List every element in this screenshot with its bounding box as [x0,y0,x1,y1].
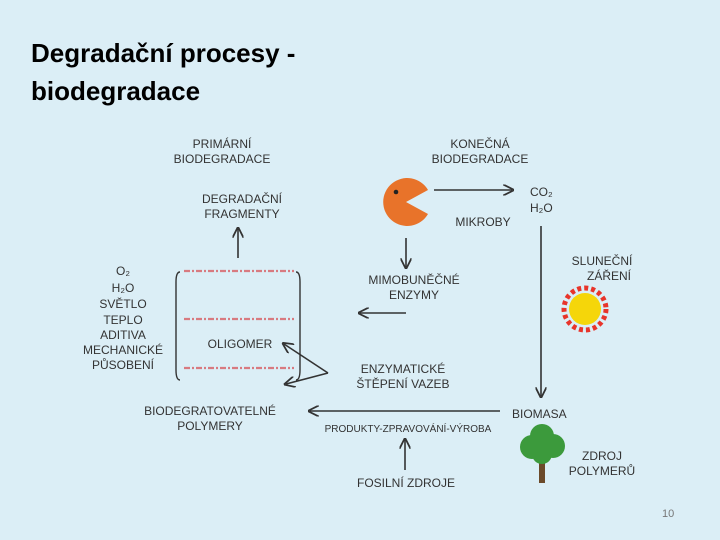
enzymatic-label-line-1: ENZYMATICKÉ [361,361,445,376]
arrow-enzymatic-up [284,344,329,374]
microbes-label: MIKROBY [455,215,510,229]
slide-title-line-1: Degradační procesy - [31,38,296,68]
biodegradable-label-line-1: BIODEGRATOVATELNÉ [144,403,276,418]
page-number: 10 [662,508,675,520]
factor-item: ADITIVA [100,328,146,342]
factor-list: O₂ H₂O SVĚTLO TEPLO ADITIVA MECHANICKÉ P… [83,264,163,372]
factor-item: SVĚTLO [99,296,146,311]
solar-label-line-1: SLUNEČNÍ [572,253,633,268]
right-bracket [295,271,301,381]
arrow-enzymatic-down [286,372,329,384]
final-label-line-2: BIODEGRADACE [432,152,529,166]
fragments-label-line-1: DEGRADAČNÍ [202,191,283,206]
primary-label-line-1: PRIMÁRNÍ [193,136,252,151]
extracellular-label-line-1: MIMOBUNĚČNÉ [368,272,459,287]
enzymatic-label-line-2: ŠTĚPENÍ VAZEB [356,376,449,391]
factor-item: H₂O [112,281,135,295]
fragments-label-line-2: FRAGMENTY [204,207,279,221]
sun-icon [561,285,609,333]
left-bracket [175,271,181,381]
solar-label-line-2: ZÁŘENÍ [587,268,632,283]
fossil-label: FOSILNÍ ZDROJE [357,475,455,490]
polymer-chains [175,269,301,381]
factor-item: MECHANICKÉ [83,342,163,357]
extracellular-label-line-2: ENZYMY [389,288,439,302]
primary-label-line-2: BIODEGRADACE [174,152,271,166]
pacman-microbe-icon [383,178,428,226]
products-label: PRODUKTY-ZPRAVOVÁNÍ-VÝROBA [325,422,492,435]
final-label-line-1: KONEČNÁ [450,136,509,151]
tree-icon [520,424,565,483]
polymer-source-label-line-1: ZDROJ [582,449,622,463]
co2-label: CO₂ [530,185,553,199]
factor-item: TEPLO [103,313,142,327]
factor-item: O₂ [116,264,130,278]
biodegradable-label-line-2: POLYMERY [177,419,243,433]
polymer-source-label-line-2: POLYMERŮ [569,463,635,478]
h2o-label: H₂O [530,201,553,215]
biomass-label: BIOMASA [512,407,567,421]
factor-item: PŮSOBENÍ [92,357,155,372]
slide-title-line-2: biodegradace [31,76,201,106]
oligomer-label: OLIGOMER [208,337,273,351]
slide-title: Degradační procesy - biodegradace [31,34,295,110]
